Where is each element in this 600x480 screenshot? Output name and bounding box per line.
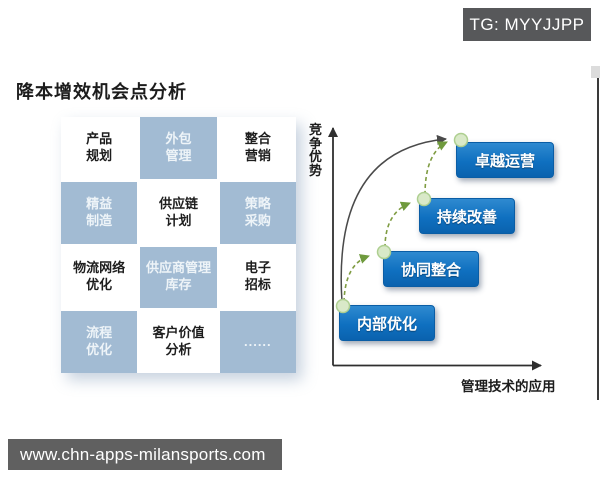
matrix-cell: 电子 招标 bbox=[219, 246, 296, 309]
matrix-cell: 整合 营销 bbox=[219, 117, 296, 179]
slide-edge-handle bbox=[591, 66, 600, 78]
matrix-cell: 流程 优化 bbox=[61, 311, 138, 373]
watermark-bar: www.chn-apps-milansports.com bbox=[8, 439, 282, 470]
step-dashed-arrow-icon bbox=[343, 254, 370, 303]
y-axis-label: 竞争优势 bbox=[308, 122, 322, 178]
matrix-cell: 客户价值 分析 bbox=[140, 311, 217, 373]
tg-badge-label: TG: MYYJJPP bbox=[469, 14, 585, 34]
matrix-cell: 产品 规划 bbox=[61, 117, 138, 179]
matrix-cell: 供应链 计划 bbox=[140, 181, 217, 244]
matrix-cell-ellipsis: ...... bbox=[219, 311, 296, 373]
tg-badge: TG: MYYJJPP bbox=[463, 8, 591, 41]
stage-box-internal-optimization: 内部优化 bbox=[339, 305, 435, 341]
stage-box-operational-excellence: 卓越运营 bbox=[456, 142, 554, 178]
step-dashed-arrow-icon bbox=[424, 141, 448, 196]
matrix-cell: 外包 管理 bbox=[140, 117, 217, 179]
page-title: 降本增效机会点分析 bbox=[16, 82, 187, 102]
matrix-cell: 策略 采购 bbox=[219, 181, 296, 244]
opportunity-matrix: 产品 规划 外包 管理 整合 营销 精益 制造 供应链 计划 策略 采购 物流网… bbox=[61, 117, 296, 373]
slide-edge-line bbox=[597, 78, 599, 400]
stage-box-collaborative-integration: 协同整合 bbox=[383, 251, 479, 287]
matrix-cell: 供应商管理 库存 bbox=[140, 246, 217, 309]
matrix-cell: 物流网络 优化 bbox=[61, 246, 138, 309]
matrix-cell: 精益 制造 bbox=[61, 181, 138, 244]
x-axis-label: 管理技术的应用 bbox=[461, 379, 556, 394]
step-dashed-arrow-icon bbox=[384, 201, 411, 249]
watermark-url: www.chn-apps-milansports.com bbox=[20, 444, 266, 464]
stage-box-continuous-improvement: 持续改善 bbox=[419, 198, 515, 234]
